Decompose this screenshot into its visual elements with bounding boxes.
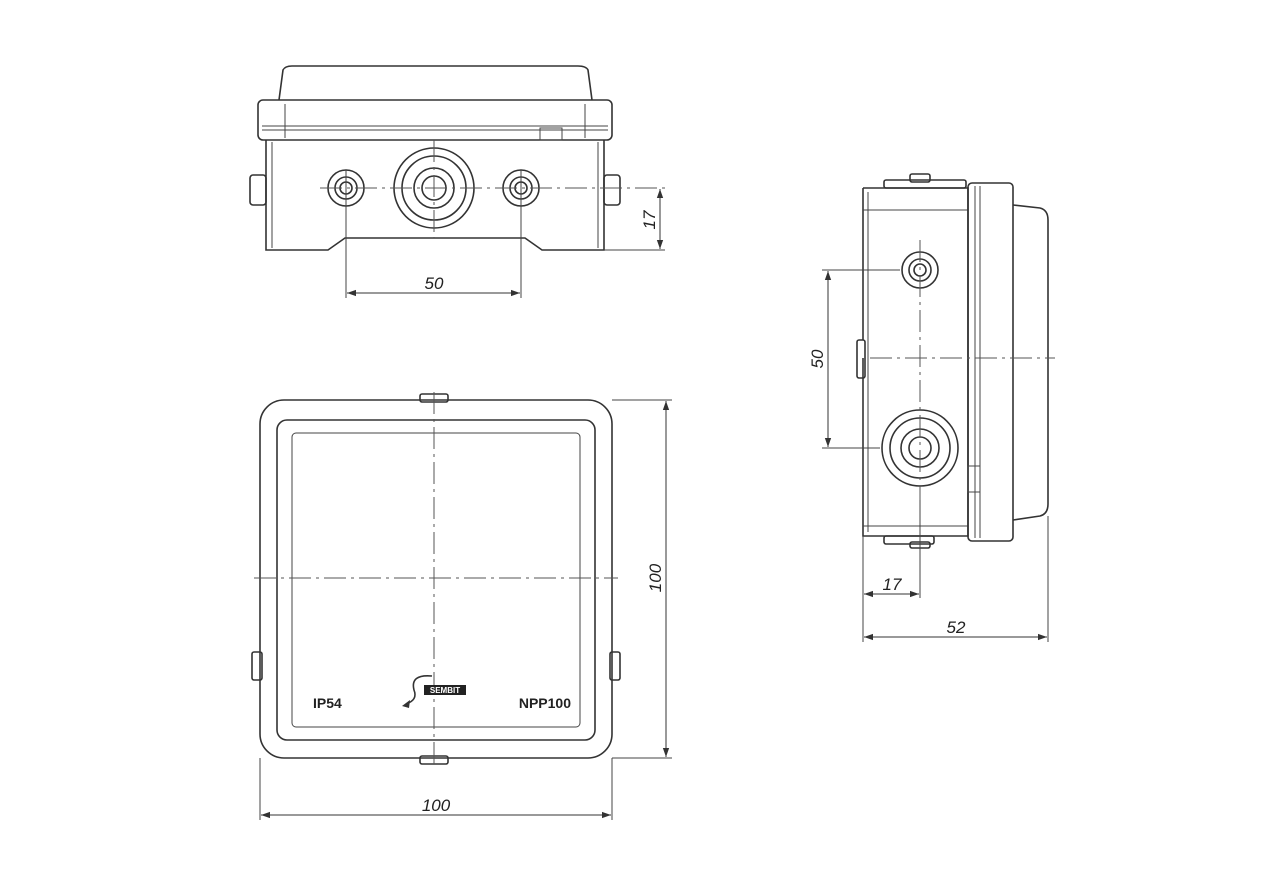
ip-rating-text: IP54	[313, 695, 342, 711]
front-height-label: 100	[646, 563, 665, 592]
side-hole-spacing-label: 50	[808, 349, 827, 368]
top-hole-height-label: 17	[640, 210, 659, 229]
side-depth-label: 52	[947, 618, 966, 637]
top-view: 50 17	[249, 65, 665, 298]
front-width-label: 100	[422, 796, 451, 815]
side-hole-offset-label: 17	[883, 575, 902, 594]
front-view: IP54 NPP100 SEMBIT 100 100	[251, 392, 672, 820]
side-view: 50 17 52	[808, 173, 1055, 642]
manufacturer-logo: SEMBIT	[402, 674, 466, 708]
logo-text: SEMBIT	[430, 686, 460, 695]
top-hole-spacing-label: 50	[425, 274, 444, 293]
product-code-text: NPP100	[519, 695, 571, 711]
